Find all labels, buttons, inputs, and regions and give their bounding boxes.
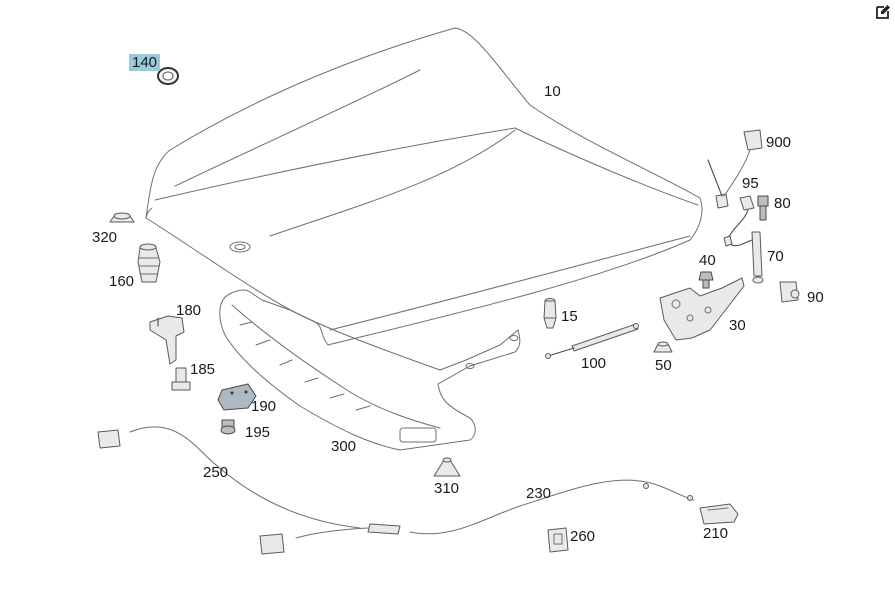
bumper-part-160[interactable] [137,243,161,283]
buffer-part-15[interactable] [543,298,557,329]
callout-70[interactable]: 70 [767,248,784,265]
wiring-part-95[interactable] [723,195,755,247]
hinge-part-30[interactable] [659,277,745,341]
callout-180[interactable]: 180 [176,302,202,319]
callout-80[interactable]: 80 [774,195,791,212]
callout-10[interactable]: 10 [544,83,561,100]
callout-320[interactable]: 320 [92,229,118,246]
cable-part-250[interactable] [97,426,401,555]
callout-140[interactable]: 140 [129,54,161,71]
callout-190[interactable]: 190 [251,398,277,415]
strut-part-100[interactable] [545,323,639,359]
callout-50[interactable]: 50 [655,357,672,374]
cable-part-230[interactable] [409,479,695,535]
bolt-part-195[interactable] [220,419,236,435]
washer-part-320[interactable] [109,212,135,223]
edit-pencil-icon [876,5,890,19]
latch-part-210[interactable] [699,503,739,525]
connector-part-90[interactable] [779,281,800,303]
bolt-part-185[interactable] [171,367,191,391]
bolt-part-80[interactable] [757,195,769,221]
callout-300[interactable]: 300 [331,438,357,455]
seal-part-300[interactable] [219,289,521,451]
handle-part-260[interactable] [547,527,569,553]
callout-15[interactable]: 15 [561,308,578,325]
bracket-part-180[interactable] [149,315,185,365]
callout-185[interactable]: 185 [190,361,216,378]
callout-100[interactable]: 100 [581,355,607,372]
callout-40[interactable]: 40 [699,252,716,269]
clip-part-310[interactable] [433,457,461,477]
callout-230[interactable]: 230 [526,485,552,502]
sensor-part-900[interactable] [707,129,763,209]
callout-95[interactable]: 95 [742,175,759,192]
rod-part-70[interactable] [751,231,764,284]
edit-button[interactable] [874,3,892,21]
callout-900[interactable]: 900 [766,134,792,151]
washer-part-50[interactable] [653,341,673,353]
callout-210[interactable]: 210 [703,525,729,542]
grommet-part-140[interactable] [157,67,179,85]
bolt-part-40[interactable] [698,271,714,289]
hood-part[interactable] [145,27,703,346]
callout-250[interactable]: 250 [203,464,229,481]
callout-90[interactable]: 90 [807,289,824,306]
callout-195[interactable]: 195 [245,424,271,441]
callout-260[interactable]: 260 [570,528,596,545]
callout-30[interactable]: 30 [729,317,746,334]
callout-160[interactable]: 160 [109,273,135,290]
plate-part-190[interactable] [217,383,257,411]
callout-310[interactable]: 310 [434,480,460,497]
